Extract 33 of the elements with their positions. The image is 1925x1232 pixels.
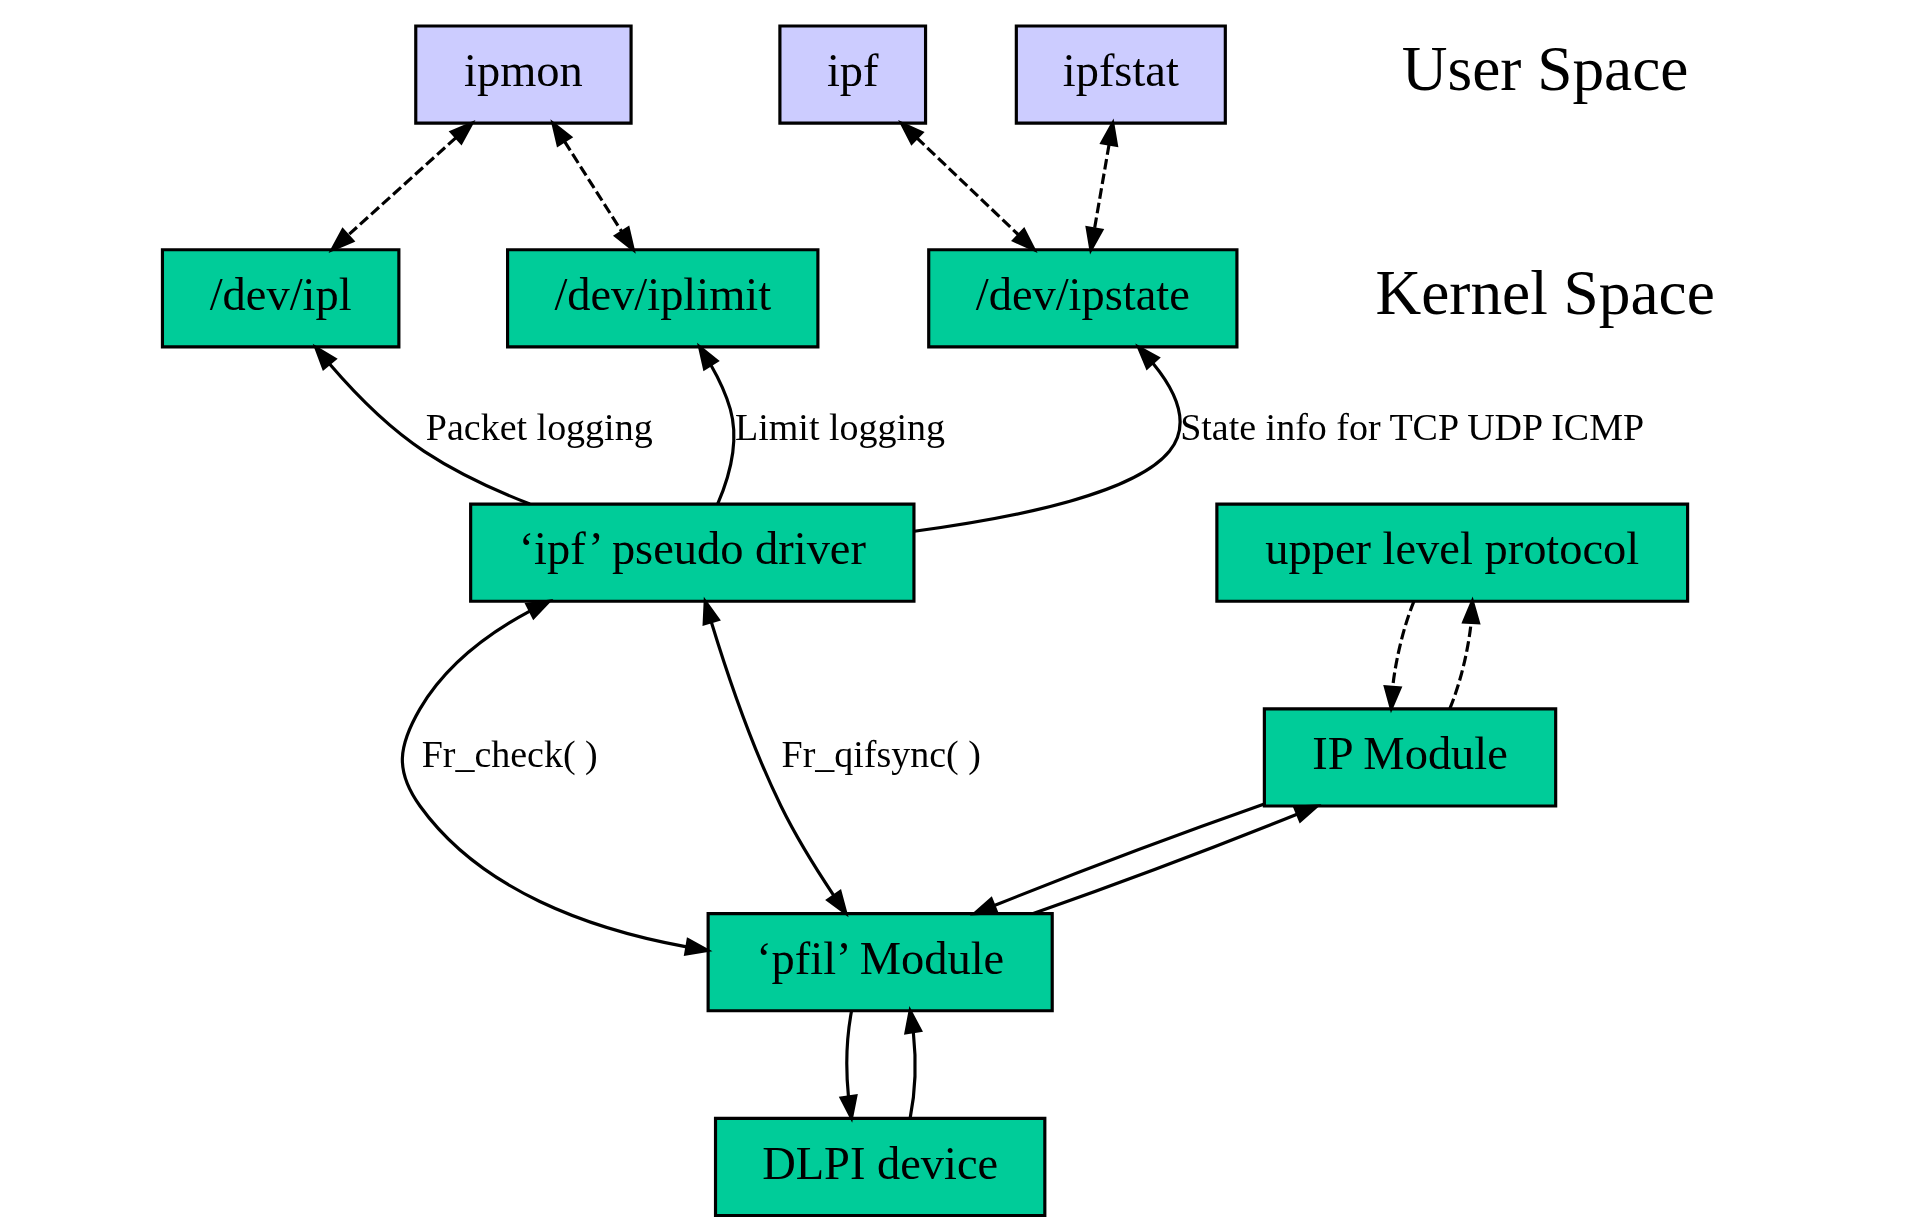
edge-label: Limit logging [735,405,946,448]
node-box: DLPI device [713,1116,1047,1218]
node-box: /dev/iplimit [506,248,820,349]
arrow [1448,596,1481,709]
edge-label: State info for TCP UDP ICMP [1180,405,1645,448]
node-box: upper level protocol [1215,502,1690,603]
label: User Space [1401,34,1689,105]
node-box: ipfstat [1014,24,1227,125]
arrow [697,342,736,505]
arrow [969,802,1265,916]
arrow [1085,118,1119,255]
node-box: ipmon [414,24,633,125]
arrow [1383,600,1416,714]
edge-label: Fr_check( ) [421,732,598,775]
arrow [903,1006,923,1119]
node-box: ‘ipf’ pseudo driver [469,502,916,603]
arrow [914,343,1182,533]
label: Kernel Space [1375,258,1715,329]
arrow [550,119,636,254]
edge-label: Fr_qifsync( ) [781,732,981,775]
node-box: IP Module [1262,707,1558,808]
arrow [312,343,531,506]
arrow [898,119,1038,254]
edge-label: Packet logging [425,405,653,448]
arrow [328,120,476,253]
arrow [400,599,713,957]
node-box: ipf [778,24,928,125]
arrow [702,596,849,918]
arrow [1032,804,1322,915]
node-box: ‘pfil’ Module [706,912,1054,1013]
node-box: /dev/ipl [160,248,401,349]
arrow [838,1010,858,1123]
node-box: /dev/ipstate [927,248,1239,349]
